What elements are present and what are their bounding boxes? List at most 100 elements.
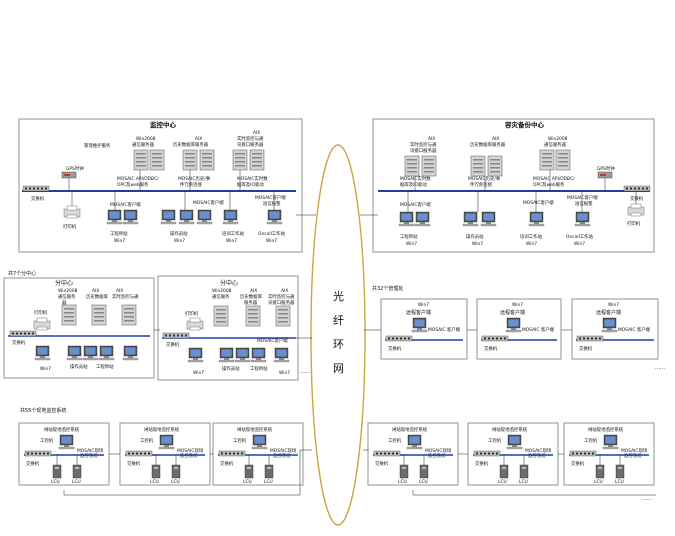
lcu-label: LCU <box>594 479 603 485</box>
rt-server-icon-2 <box>421 155 437 177</box>
mgmt-label: 远程客户端 <box>500 309 525 316</box>
sub-win7-2: Win7 <box>279 370 290 376</box>
label-hist-sync: MOSAIC历史/事 <box>468 175 501 182</box>
rt-server-icon <box>232 149 248 171</box>
lcu-icon-2 <box>72 464 82 479</box>
sub-hist-2: 服务器 <box>244 299 258 306</box>
lcu-icon-2 <box>615 464 625 479</box>
sub-pc-icon-3 <box>234 347 251 363</box>
lcu-label-2: LCU <box>615 479 624 485</box>
link-stations-ring <box>63 449 312 496</box>
os-label-2: Win7 <box>472 241 483 247</box>
station-switch-icon <box>373 450 401 457</box>
station-switch-icon <box>218 450 246 457</box>
mgmt-office-2: Win7 远程客户端 MOSAIC 客户端 交换机 <box>476 298 562 360</box>
label-hist-sync-2: 件冗余连接 <box>180 181 203 188</box>
station-title: 闸站现地监控系统 <box>492 426 528 433</box>
sub-printer-icon <box>33 317 51 331</box>
sub-pc-icon-2 <box>66 345 83 361</box>
station-scada: MOSAIC现场 <box>177 447 204 454</box>
label-opc-web: OPC及web服务 <box>117 181 149 188</box>
mgmt-os: Win7 <box>608 302 619 308</box>
switch-icon <box>623 185 651 192</box>
backup-center-frame <box>372 118 655 253</box>
station-2: 闸站现地监控系统 工控机 MOSAIC现场 监控系统 交换机 LCU LCU <box>119 422 211 486</box>
train-station-label: 培训工作站 <box>520 233 543 240</box>
lcu-label-2: LCU <box>264 479 273 485</box>
os-label-3: Win7 <box>226 238 237 244</box>
station-pc-icon <box>506 434 523 450</box>
sub-op: 操作员站 <box>222 365 240 372</box>
stations-ellipsis: …… <box>642 496 652 502</box>
sub-comm: 通信服务 <box>212 293 230 300</box>
lcu-icon <box>244 464 254 479</box>
mgmt-switch-icon <box>385 335 413 342</box>
sub-op: 操作员站 <box>70 363 88 370</box>
sub-comm: 通信服务 <box>58 293 76 300</box>
station-title: 闸站现地监控系统 <box>237 426 273 433</box>
station-switch-label: 交换机 <box>475 460 489 467</box>
station-switch-icon <box>125 450 153 457</box>
sub-center-front: 分中心 Win2008 通信服务 AIX 历史数据库 服务器 AIX 实时监控与… <box>162 279 296 376</box>
mgmt-office-1: Win7 远程客户端 MOSAIC 客户端 交换机 <box>380 298 468 360</box>
label-aix-2: AIX <box>253 130 260 136</box>
mgmt-switch-label: 交换机 <box>484 345 498 352</box>
sub-eng: 工程师站 <box>96 363 114 370</box>
label-hist-sync-2: 件冗余连接 <box>470 181 493 188</box>
rt-server-icon <box>404 155 420 177</box>
train-station-pc-icon <box>222 209 239 225</box>
station-6: 闸站现地监控系统 工控机 MOSAIC现场 监控系统 交换机 LCU LCU <box>563 422 655 486</box>
station-pc-icon <box>406 434 423 450</box>
label-rt-sync: MOSAIC实时数 <box>237 175 268 182</box>
sub-pc-icon-3 <box>82 345 99 361</box>
station-pc-label: 工控机 <box>40 437 54 444</box>
client-c-sms: 短信报警 <box>263 200 281 207</box>
lcu-icon <box>52 464 62 479</box>
lcu-label: LCU <box>51 479 60 485</box>
sub-server-icon-2 <box>91 304 107 326</box>
op-station-label: 操作员站 <box>466 233 484 240</box>
sub-hist: 历史数据库 <box>240 293 263 300</box>
label-win2008: Win2008 <box>136 136 156 142</box>
station-title: 闸站现地监控系统 <box>144 426 180 433</box>
stations-group-label: 共55个现地监控系统 <box>20 407 66 414</box>
station-switch-label: 交换机 <box>26 460 40 467</box>
label-rt-sync: MOSAIC实时数 <box>400 175 431 182</box>
label-aix: AIX <box>195 136 202 142</box>
sub-switch-icon <box>9 330 37 337</box>
switch-label: 交换机 <box>31 195 45 202</box>
station-switch-icon <box>569 450 597 457</box>
gps-clock-icon <box>597 171 613 179</box>
mgmt-pc-icon <box>505 317 522 333</box>
lcu-label-2: LCU <box>419 479 428 485</box>
op-station-label: 操作员站 <box>170 230 188 237</box>
label-rt-server: 实时监控与通 <box>410 141 437 148</box>
printer-icon <box>63 205 81 219</box>
station-switch-label: 交换机 <box>220 460 234 467</box>
sub-server-icon-3 <box>275 305 291 327</box>
control-center-title: 监控中心 <box>150 120 177 129</box>
lcu-label: LCU <box>243 479 252 485</box>
op-station-pc-icon-3 <box>196 209 213 225</box>
oncall-station-pc-icon <box>574 211 591 227</box>
label-rt-server-2: 讯接口服务器 <box>410 147 437 154</box>
link-stations-right <box>412 490 656 496</box>
op-station-pc-icon <box>160 209 177 225</box>
station-pc-icon <box>58 434 75 450</box>
oncall-station-pc-icon <box>266 209 283 225</box>
rt-server-icon-2 <box>249 149 265 171</box>
station-pc-icon <box>251 434 268 450</box>
mgmt-sublabel: MOSAIC 客户端 <box>428 326 461 333</box>
station-title: 闸站现地监控系统 <box>588 426 624 433</box>
op-station-pc-icon-2 <box>178 209 195 225</box>
gps-label: GPS时钟 <box>66 165 84 172</box>
lcu-label-2: LCU <box>171 479 180 485</box>
mgmt-switch-label: 交换机 <box>579 345 593 352</box>
oncall-station-label: Oncall工作站 <box>566 233 594 240</box>
client-c-label: MOSAIC客户端 <box>567 194 598 201</box>
printer-label: 打印机 <box>63 223 77 230</box>
lcu-label: LCU <box>150 479 159 485</box>
switch-label: 交换机 <box>630 195 644 202</box>
label-mgmt: 管理维护服务 <box>84 142 111 149</box>
lcu-label-2: LCU <box>72 479 81 485</box>
